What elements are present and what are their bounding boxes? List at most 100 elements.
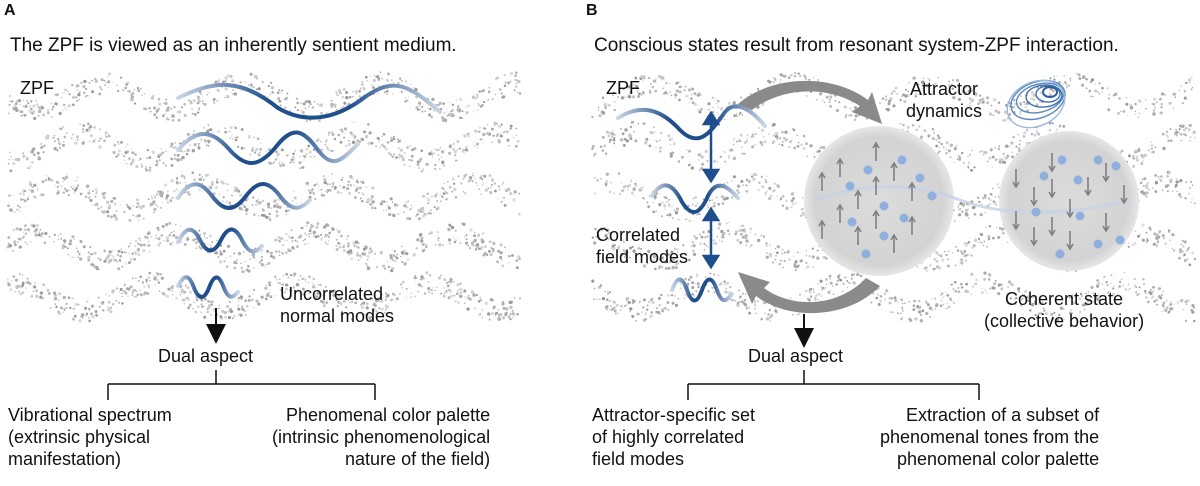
field-speckle [1152,112,1156,116]
field-speckle [87,258,91,262]
field-speckle [76,184,80,187]
field-speckle [201,176,204,178]
field-speckle [741,228,745,232]
field-speckle [1038,100,1041,103]
field-speckle [266,293,270,296]
field-speckle [494,122,497,125]
field-speckle [929,263,932,266]
field-speckle [21,286,23,289]
field-speckle [21,274,24,276]
field-speckle [134,277,137,280]
field-speckle [230,91,232,93]
field-speckle [252,213,256,217]
field-speckle [115,218,118,222]
field-speckle [1160,102,1163,106]
field-speckle [629,307,633,311]
field-speckle [443,182,446,185]
field-speckle [254,74,258,79]
field-speckle [1156,101,1158,104]
field-speckle [431,97,435,102]
field-speckle [1032,98,1035,101]
field-speckle [625,299,628,302]
field-speckle [471,243,475,247]
field-speckle [368,251,372,255]
field-speckle [800,143,803,147]
field-speckle [257,201,261,205]
field-speckle [436,200,439,202]
field-speckle [380,293,383,296]
field-speckle [472,172,475,175]
field-speckle [691,286,695,289]
field-speckle [935,144,939,148]
field-speckle [985,226,987,228]
field-speckle [1143,153,1147,157]
field-speckle [241,203,244,206]
field-speckle [93,77,97,81]
field-speckle [490,127,494,131]
field-speckle [1090,285,1094,289]
field-speckle [255,88,258,91]
field-speckle [88,307,91,310]
field-speckle [311,281,313,283]
field-speckle [1127,289,1130,292]
field-speckle [22,154,26,158]
field-speckle [427,211,431,215]
field-speckle [1065,83,1068,86]
field-speckle [421,242,425,247]
field-speckle [229,126,233,129]
field-speckle [473,234,477,238]
field-speckle [133,89,135,91]
field-speckle [170,163,174,167]
field-speckle [58,142,62,146]
field-speckle [1013,99,1016,102]
field-speckle [1137,148,1141,152]
field-speckle [27,167,29,169]
field-speckle [462,177,465,180]
field-speckle [805,142,808,146]
field-speckle [486,123,488,126]
field-speckle [45,175,47,177]
field-speckle [687,278,691,281]
field-speckle [1143,191,1147,195]
field-speckle [346,187,350,191]
field-speckle [155,159,158,163]
field-speckle [699,107,703,111]
field-speckle [442,294,446,298]
field-speckle [110,199,114,204]
field-speckle [76,176,79,179]
field-speckle [488,250,491,253]
field-speckle [593,152,597,156]
field-speckle [91,190,94,193]
field-speckle [67,253,70,256]
field-speckle [761,185,764,188]
field-speckle [200,138,203,141]
field-speckle [1172,190,1174,192]
field-speckle [40,193,43,197]
field-speckle [132,288,134,290]
field-speckle [972,200,974,203]
field-speckle [316,297,320,300]
field-speckle [610,132,615,136]
field-speckle [457,289,460,292]
field-speckle [1052,89,1055,93]
field-speckle [963,249,967,253]
field-speckle [1083,308,1086,311]
field-speckle [1019,110,1022,114]
field-speckle [959,201,963,206]
field-speckle [98,145,102,149]
field-speckle [18,210,21,212]
field-speckle [754,312,757,315]
field-speckle [431,156,434,158]
field-speckle [692,197,695,200]
field-speckle [947,149,951,153]
field-speckle [151,150,155,155]
field-speckle [939,294,943,297]
field-speckle [988,112,993,116]
field-speckle [193,178,196,182]
field-speckle [96,265,99,268]
field-speckle [451,103,455,106]
field-speckle [74,141,78,145]
field-speckle [115,155,118,158]
field-speckle [482,132,486,137]
field-speckle [231,93,234,96]
